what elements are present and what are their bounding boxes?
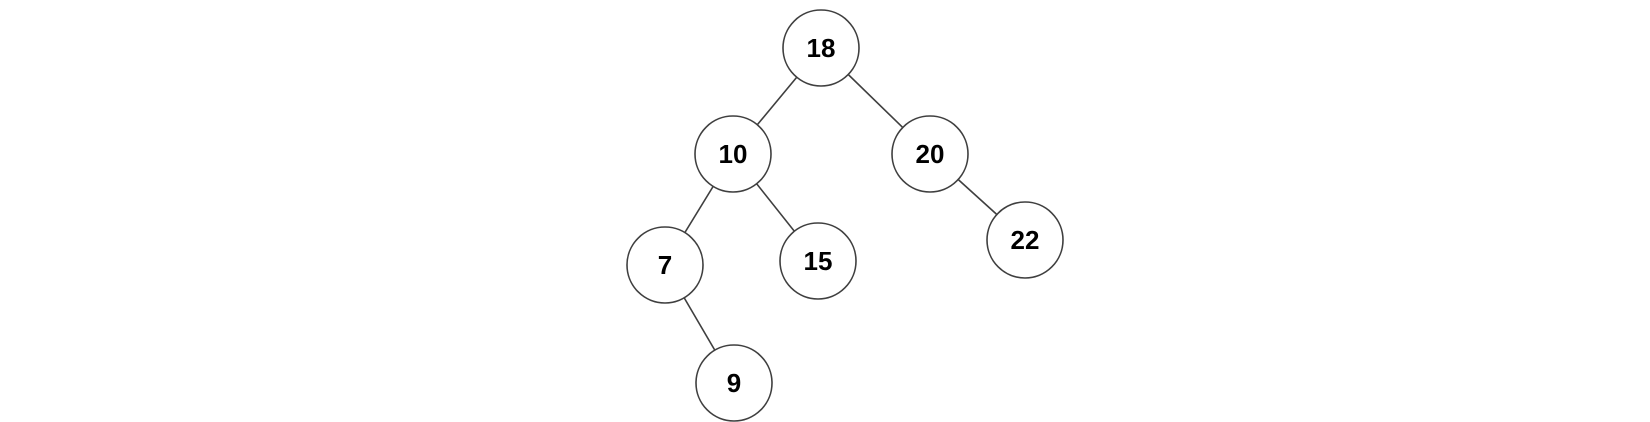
tree-node-9: 9: [695, 344, 773, 422]
tree-node-circle-20: [891, 115, 969, 193]
tree-node-circle-15: [779, 222, 857, 300]
tree-node-label-15: 15: [804, 246, 833, 276]
tree-node-label-22: 22: [1011, 225, 1040, 255]
tree-node-18: 18: [782, 9, 860, 87]
tree-node-22: 22: [986, 201, 1064, 279]
tree-node-10: 10: [694, 115, 772, 193]
tree-node-circle-18: [782, 9, 860, 87]
tree-node-circle-9: [695, 344, 773, 422]
tree-node-label-18: 18: [807, 33, 836, 63]
tree-node-circle-7: [626, 226, 704, 304]
tree-node-20: 20: [891, 115, 969, 193]
tree-node-15: 15: [779, 222, 857, 300]
tree-node-label-9: 9: [727, 368, 741, 398]
tree-node-7: 7: [626, 226, 704, 304]
tree-node-label-20: 20: [916, 139, 945, 169]
tree-node-circle-22: [986, 201, 1064, 279]
tree-node-circle-10: [694, 115, 772, 193]
tree-node-label-10: 10: [719, 139, 748, 169]
tree-node-label-7: 7: [658, 250, 672, 280]
